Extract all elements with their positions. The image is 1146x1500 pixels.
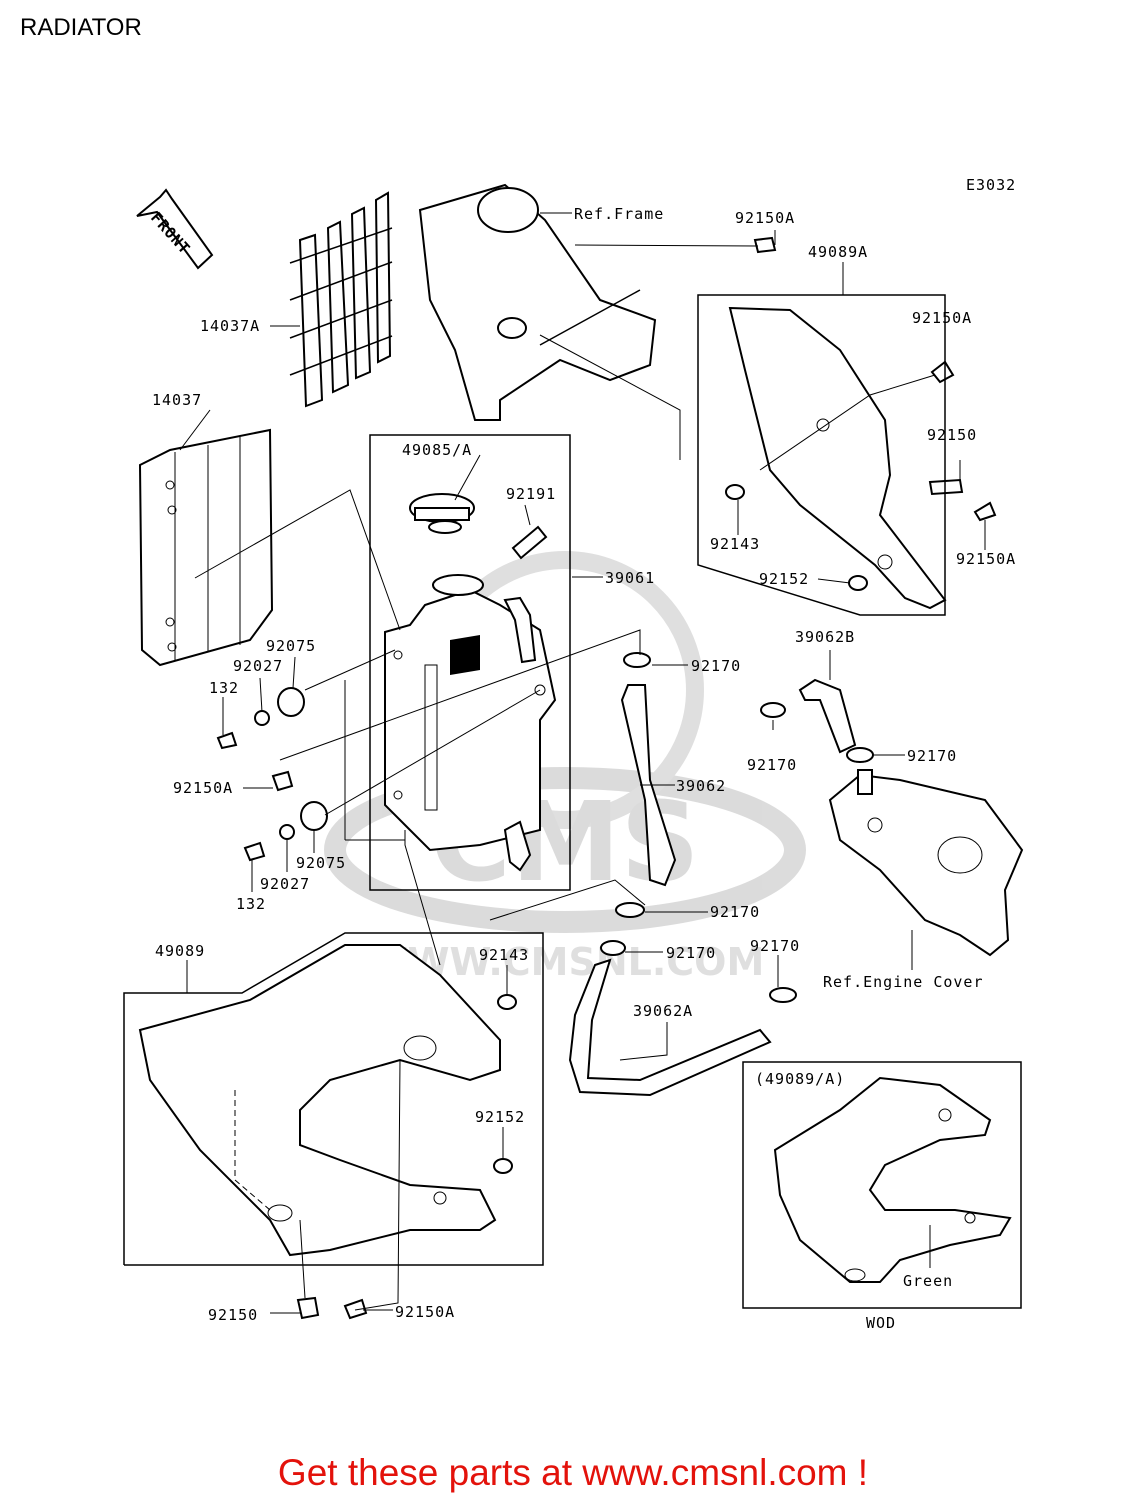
label-wod: WOD — [866, 1314, 896, 1332]
page-title: RADIATOR — [20, 14, 142, 41]
label-92143-right: 92143 — [710, 535, 760, 553]
radiator-parts-diagram: CMS WWW.CMSNL.COM E3032 FRONT — [123, 176, 1024, 1332]
label-92191: 92191 — [506, 485, 556, 503]
label-92170-c: 92170 — [907, 747, 957, 765]
label-39062: 39062 — [676, 777, 726, 795]
label-92150A-bot: 92150A — [395, 1303, 455, 1321]
label-49085A: 49085/A — [402, 441, 472, 459]
label-92170-b: 92170 — [747, 756, 797, 774]
label-92150A-left: 92150A — [173, 779, 233, 797]
radiator-guard-14037A — [289, 191, 393, 408]
left-shroud-49089 — [138, 944, 501, 1257]
right-shroud-49089A — [728, 306, 947, 610]
label-14037A: 14037A — [200, 317, 260, 335]
overflow-tube-92191 — [511, 525, 548, 560]
label-92027-bot: 92027 — [260, 875, 310, 893]
hose-clamp-icon — [600, 652, 874, 1003]
group-boxes — [123, 294, 1022, 1309]
radiator-39061 — [384, 588, 557, 872]
label-92150A-right: 92150A — [912, 309, 972, 327]
label-92150A-right2: 92150A — [956, 550, 1016, 568]
label-14037: 14037 — [152, 391, 202, 409]
footer-promo-text[interactable]: Get these parts at www.cmsnl.com ! — [277, 1452, 869, 1493]
fasteners — [216, 236, 997, 1320]
label-39061: 39061 — [605, 569, 655, 587]
hose-39062B — [798, 678, 857, 754]
ref-frame — [418, 183, 657, 421]
radiator-cap-49085 — [409, 493, 484, 596]
label-92143-bot: 92143 — [479, 946, 529, 964]
label-39062A: 39062A — [633, 1002, 693, 1020]
label-ref-frame: Ref.Frame — [574, 205, 664, 223]
diagram-code: E3032 — [966, 176, 1016, 194]
label-92150A-top: 92150A — [735, 209, 795, 227]
label-49089A: 49089A — [808, 243, 868, 261]
radiator-louver-14037 — [138, 428, 274, 667]
label-92152-right: 92152 — [759, 570, 809, 588]
label-92152-bot: 92152 — [475, 1108, 525, 1126]
label-92075-top: 92075 — [266, 637, 316, 655]
label-132-bot: 132 — [236, 895, 266, 913]
label-ref-engine-cover: Ref.Engine Cover — [823, 973, 984, 991]
label-92150-right: 92150 — [927, 426, 977, 444]
label-92075-bot: 92075 — [296, 854, 346, 872]
label-92170-d: 92170 — [710, 903, 760, 921]
label-92170-a: 92170 — [691, 657, 741, 675]
label-92170-f: 92170 — [750, 937, 800, 955]
label-132-top: 132 — [209, 679, 239, 697]
hose-39062A — [568, 958, 772, 1097]
ref-engine-cover — [828, 769, 1024, 957]
shroud-inset-49089A — [773, 1076, 1012, 1283]
front-arrow-icon: FRONT — [136, 188, 214, 270]
label-39062B: 39062B — [795, 628, 855, 646]
label-92150-bot: 92150 — [208, 1306, 258, 1324]
label-49089A-inset: (49089/A) — [755, 1070, 845, 1088]
leader-lines — [179, 212, 986, 1314]
label-92027-top: 92027 — [233, 657, 283, 675]
label-49089: 49089 — [155, 942, 205, 960]
label-92170-e: 92170 — [666, 944, 716, 962]
label-green: Green — [903, 1272, 953, 1290]
